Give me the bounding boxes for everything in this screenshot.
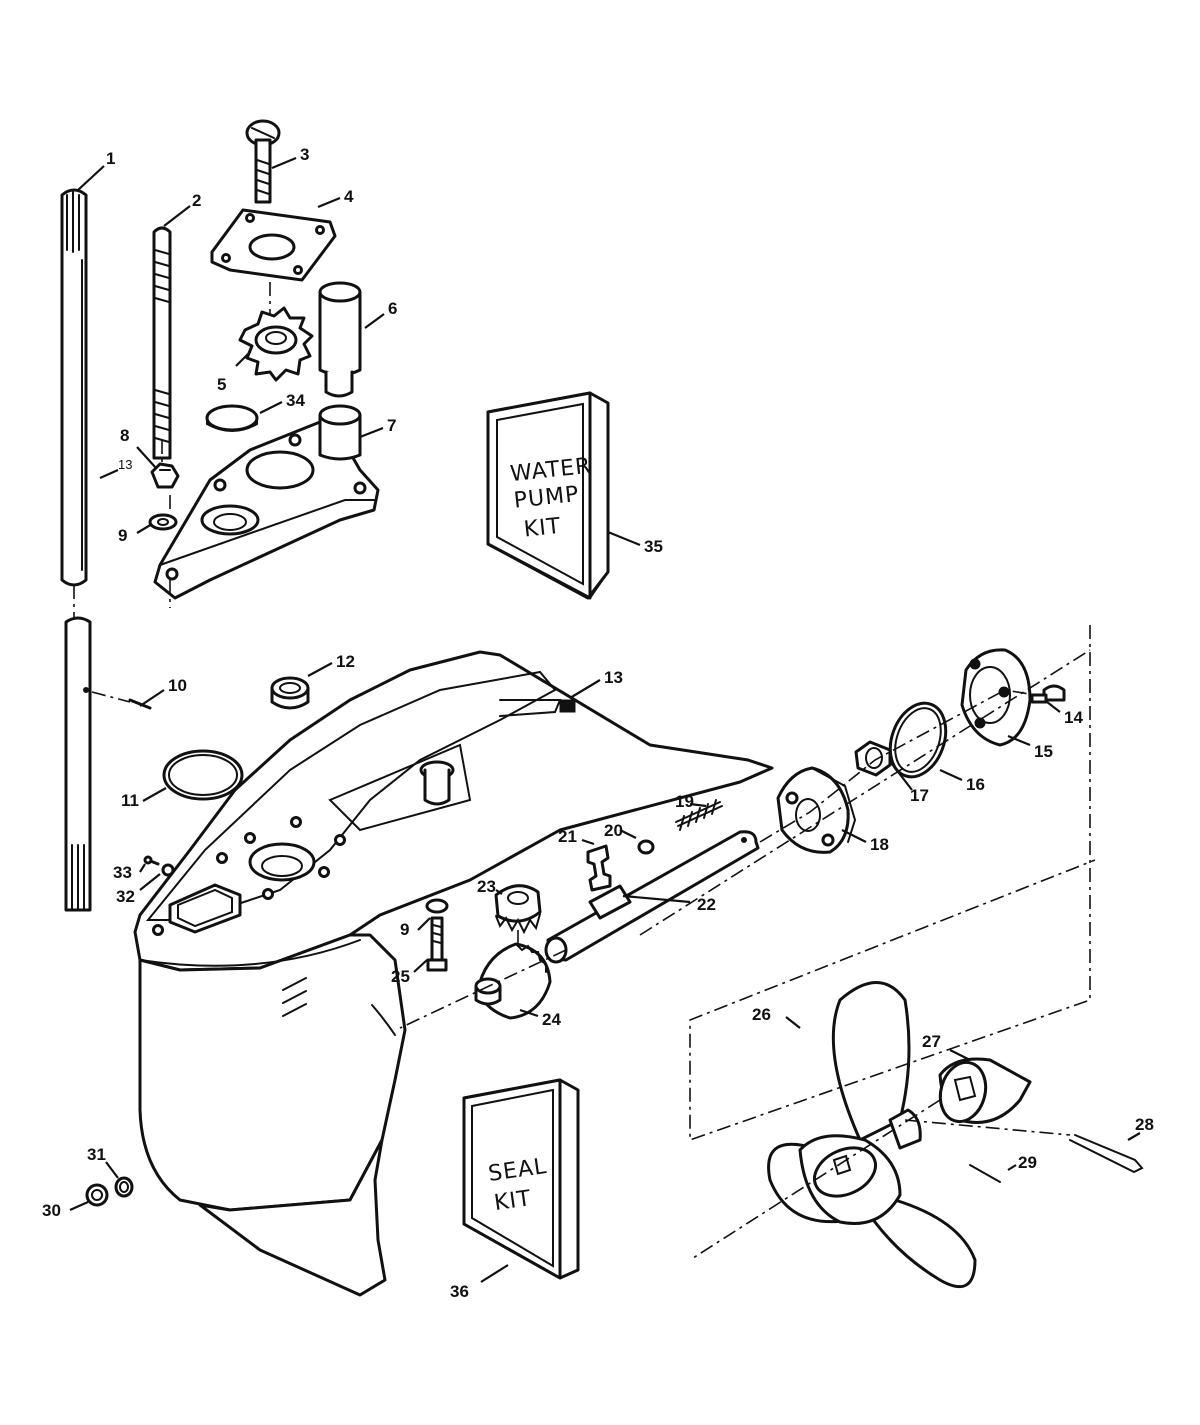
callout-35: 35: [644, 537, 663, 556]
callout-23: 23: [477, 877, 496, 896]
callout-26: 26: [752, 1005, 771, 1024]
callout-21: 21: [558, 827, 577, 846]
callout-1: 1: [106, 149, 115, 168]
callout-4: 4: [344, 187, 354, 206]
bearing: [854, 740, 892, 777]
water-pump-kit-box: [486, 391, 610, 600]
seal-kit-box: [462, 1078, 580, 1280]
callout-24: 24: [542, 1010, 561, 1029]
drive-shaft-upper: [60, 188, 88, 587]
callout-28: 28: [1135, 1115, 1154, 1134]
callout-2: 2: [192, 191, 201, 210]
callout-16: 16: [966, 775, 985, 794]
propeller: [767, 981, 977, 1289]
callout-18: 18: [870, 835, 889, 854]
washer-lower: [425, 898, 449, 914]
callout-34: 34: [286, 391, 305, 410]
callout-29: 29: [1018, 1153, 1037, 1172]
callout-9-upper: 9: [118, 526, 127, 545]
callout-33: 33: [113, 863, 132, 882]
callout-9-lower: 9: [400, 920, 409, 939]
callout-30: 30: [42, 1201, 61, 1220]
callout-20: 20: [604, 821, 623, 840]
callout-32: 32: [116, 887, 135, 906]
callout-27: 27: [922, 1032, 941, 1051]
propeller-nut: [938, 1057, 1032, 1124]
callout-13-shaft: 13: [118, 457, 132, 472]
water-pump-housing: [153, 404, 380, 600]
screw: [245, 119, 281, 204]
clutch-dog: [586, 844, 612, 892]
impeller-plate: [210, 208, 337, 282]
callout-19: 19: [675, 792, 694, 811]
pinion-gear: [494, 884, 542, 935]
seal-kit-label-line2: KIT: [493, 1186, 533, 1216]
callout-3: 3: [300, 145, 309, 164]
bolt: [426, 916, 448, 972]
callout-15: 15: [1034, 742, 1053, 761]
forward-gear: [474, 942, 552, 1020]
propeller-pin: [969, 1164, 1001, 1183]
water-tube: [318, 281, 362, 398]
callout-17: 17: [910, 786, 929, 805]
callout-22: 22: [697, 895, 716, 914]
assembly-lines: [161, 440, 1096, 1261]
vent-screw: [143, 855, 160, 866]
callout-25: 25: [391, 967, 410, 986]
stud: [152, 226, 172, 460]
bearing-carrier-screw: [1030, 684, 1066, 704]
impeller: [238, 306, 314, 382]
callout-8: 8: [120, 426, 129, 445]
washer-upper: [148, 513, 178, 531]
callout-11: 11: [121, 791, 139, 810]
callout-12: 12: [336, 652, 355, 671]
cross-pin: [637, 839, 655, 855]
vent-gasket: [161, 863, 175, 877]
callout-13-housing: 13: [604, 668, 623, 687]
nut: [150, 462, 180, 489]
gear-housing: [133, 650, 774, 1297]
drain-gasket: [114, 1176, 134, 1198]
callout-10: 10: [168, 676, 187, 695]
pin: [128, 698, 152, 710]
drive-shaft-lower: [64, 616, 92, 912]
spring: [675, 799, 723, 831]
bushing: [270, 676, 310, 710]
callout-14: 14: [1064, 708, 1083, 727]
callout-5: 5: [217, 375, 226, 394]
callout-6: 6: [388, 299, 397, 318]
cotter-pin: [1069, 1134, 1144, 1174]
cup-plug: [205, 404, 259, 432]
leader-lines: [69, 156, 1141, 1283]
callout-36: 36: [450, 1282, 469, 1301]
o-ring: [162, 749, 244, 801]
callout-31: 31: [87, 1145, 106, 1164]
reverse-gear: [776, 766, 857, 854]
bearing-carrier: [960, 648, 1032, 747]
drain-screw: [85, 1183, 109, 1207]
water-pump-kit-label-line3: KIT: [523, 514, 563, 543]
callout-7: 7: [387, 416, 396, 435]
